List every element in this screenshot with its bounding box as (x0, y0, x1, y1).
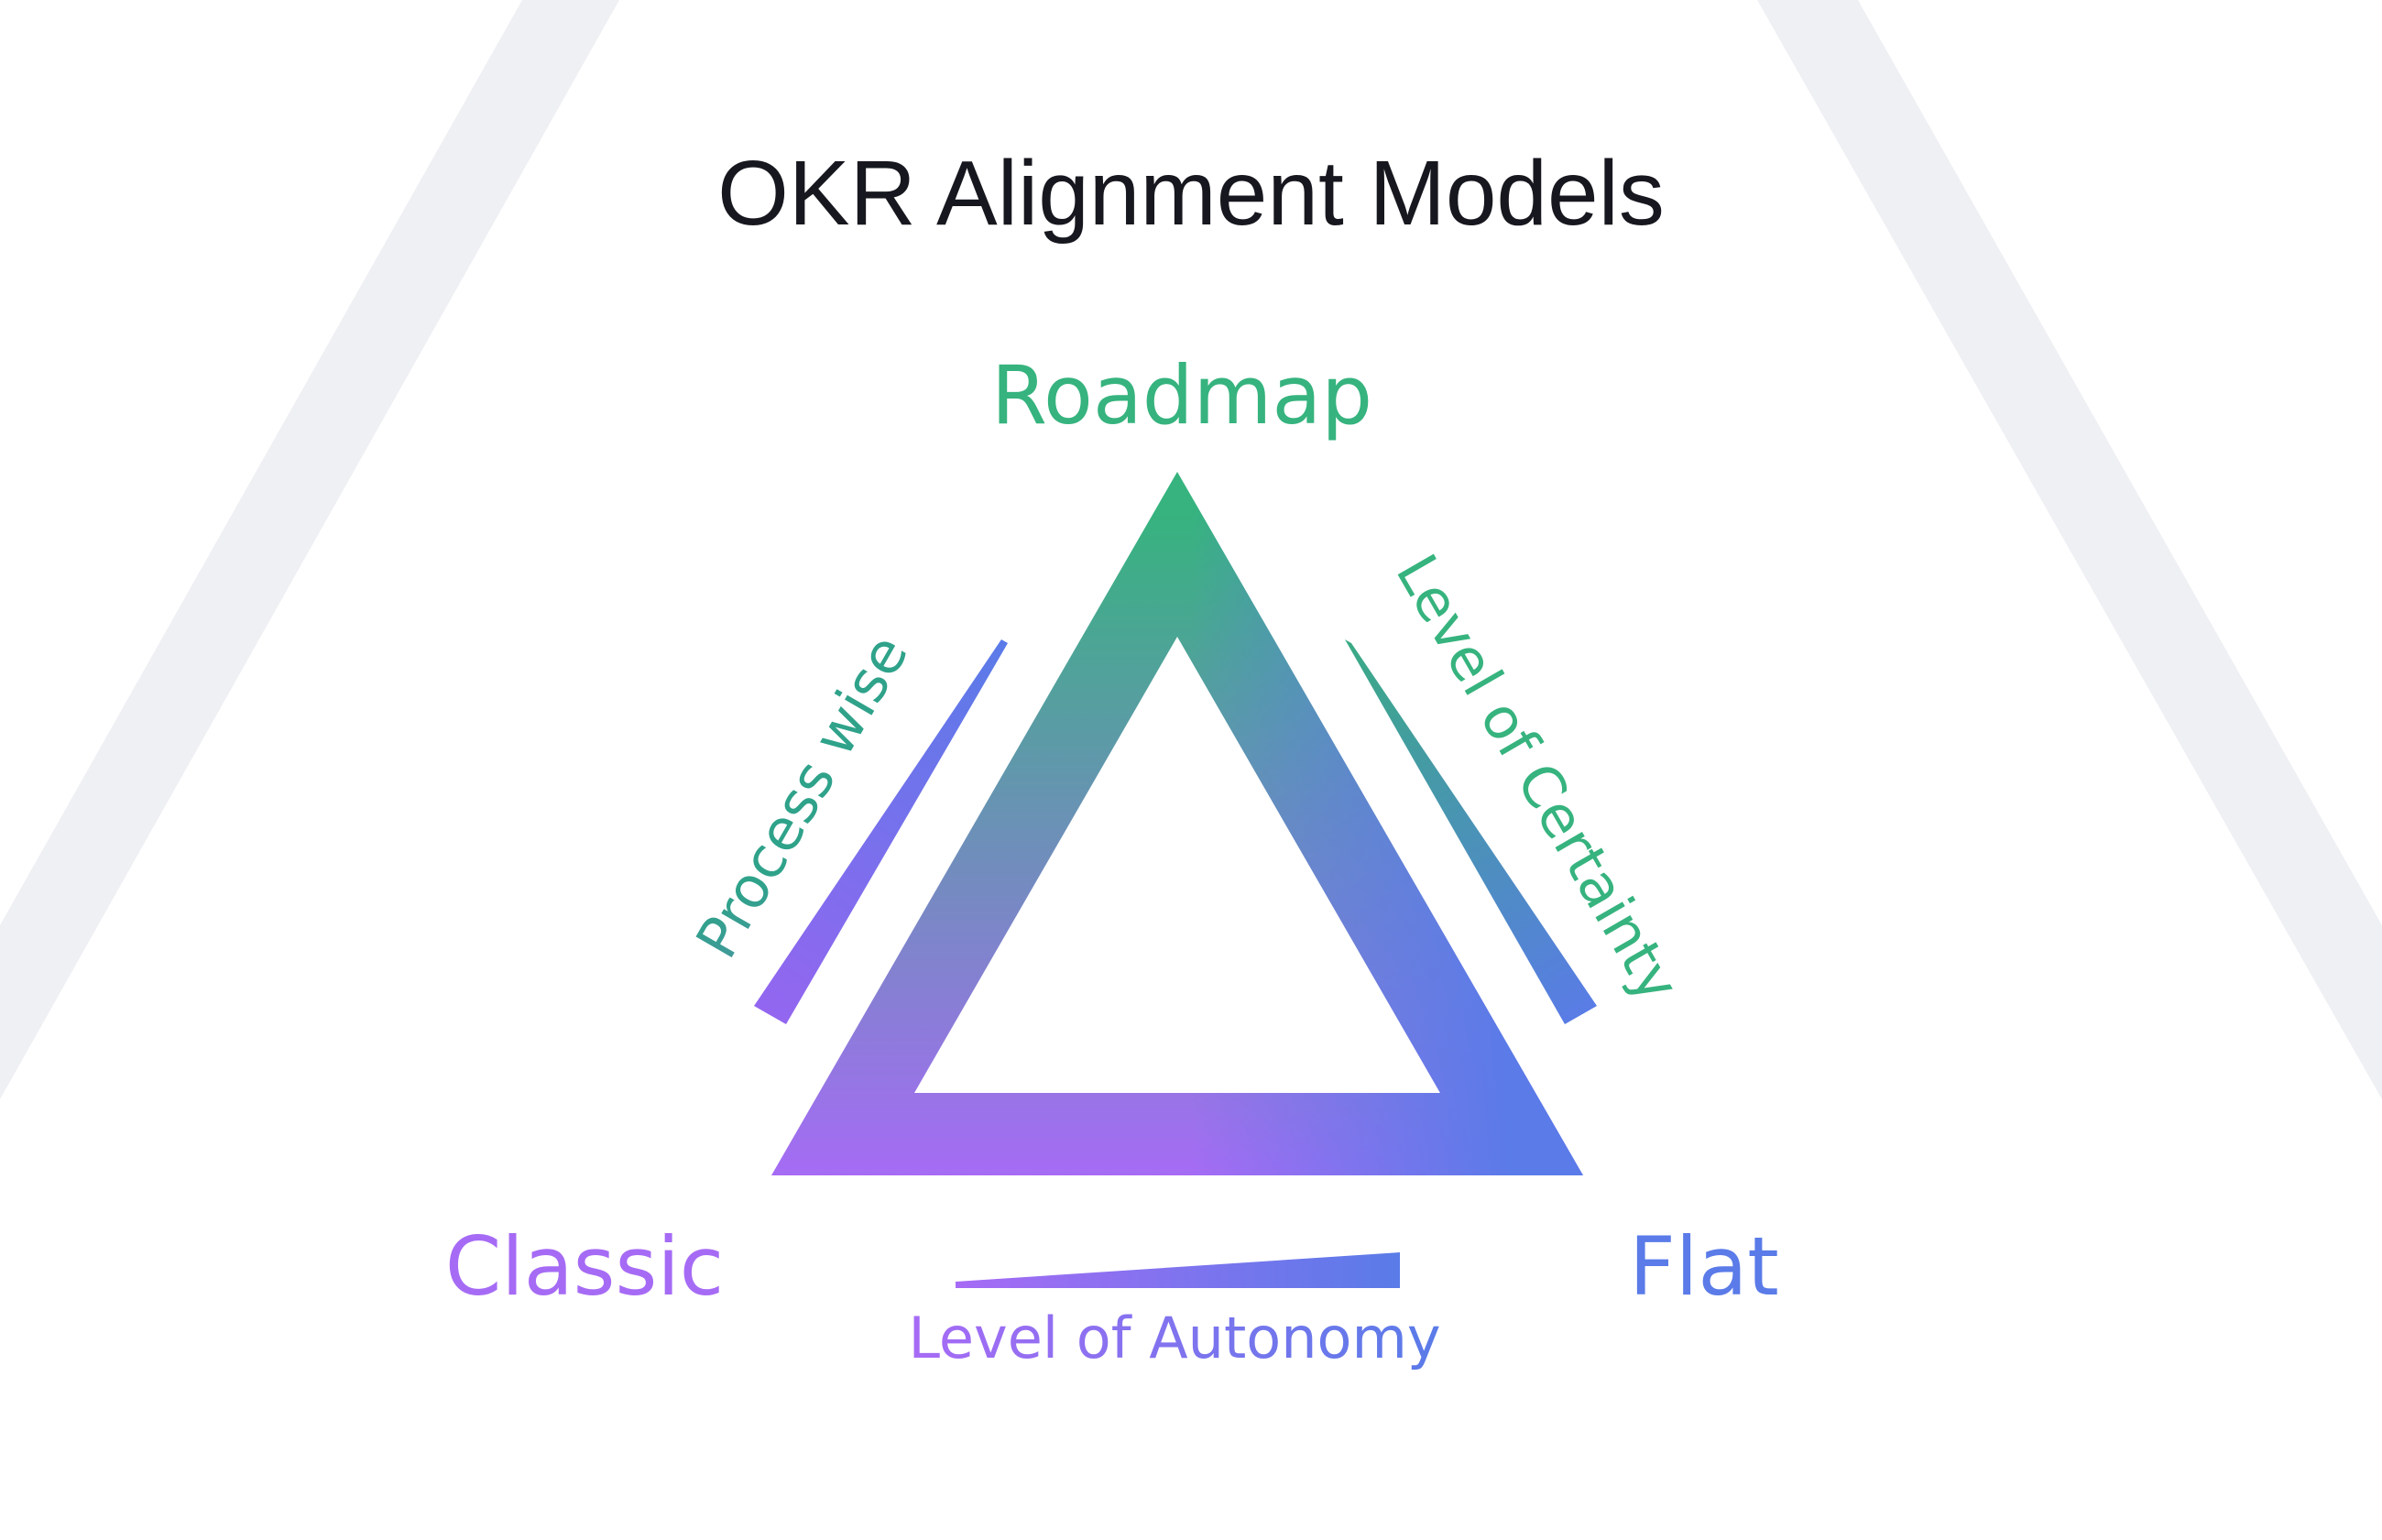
level-of-certainty-scale-wedge (1345, 639, 1597, 1024)
background-band-left (0, 0, 619, 1099)
level-of-autonomy-scale-wedge (956, 1252, 1400, 1288)
vertex-label-roadmap: Roadmap (991, 348, 1372, 442)
alignment-triangle-blue-tint (771, 472, 1583, 1175)
page-title: OKR Alignment Models (717, 142, 1665, 245)
process-wise-scale-wedge (754, 639, 1008, 1024)
scale-label-process-wise: Process wise (683, 624, 921, 969)
background-band-right (1757, 0, 2382, 1099)
scale-label-level-of-autonomy: Level of Autonomy (908, 1305, 1440, 1371)
vertex-label-classic: Classic (445, 1219, 724, 1314)
vertex-label-flat: Flat (1629, 1219, 1779, 1314)
